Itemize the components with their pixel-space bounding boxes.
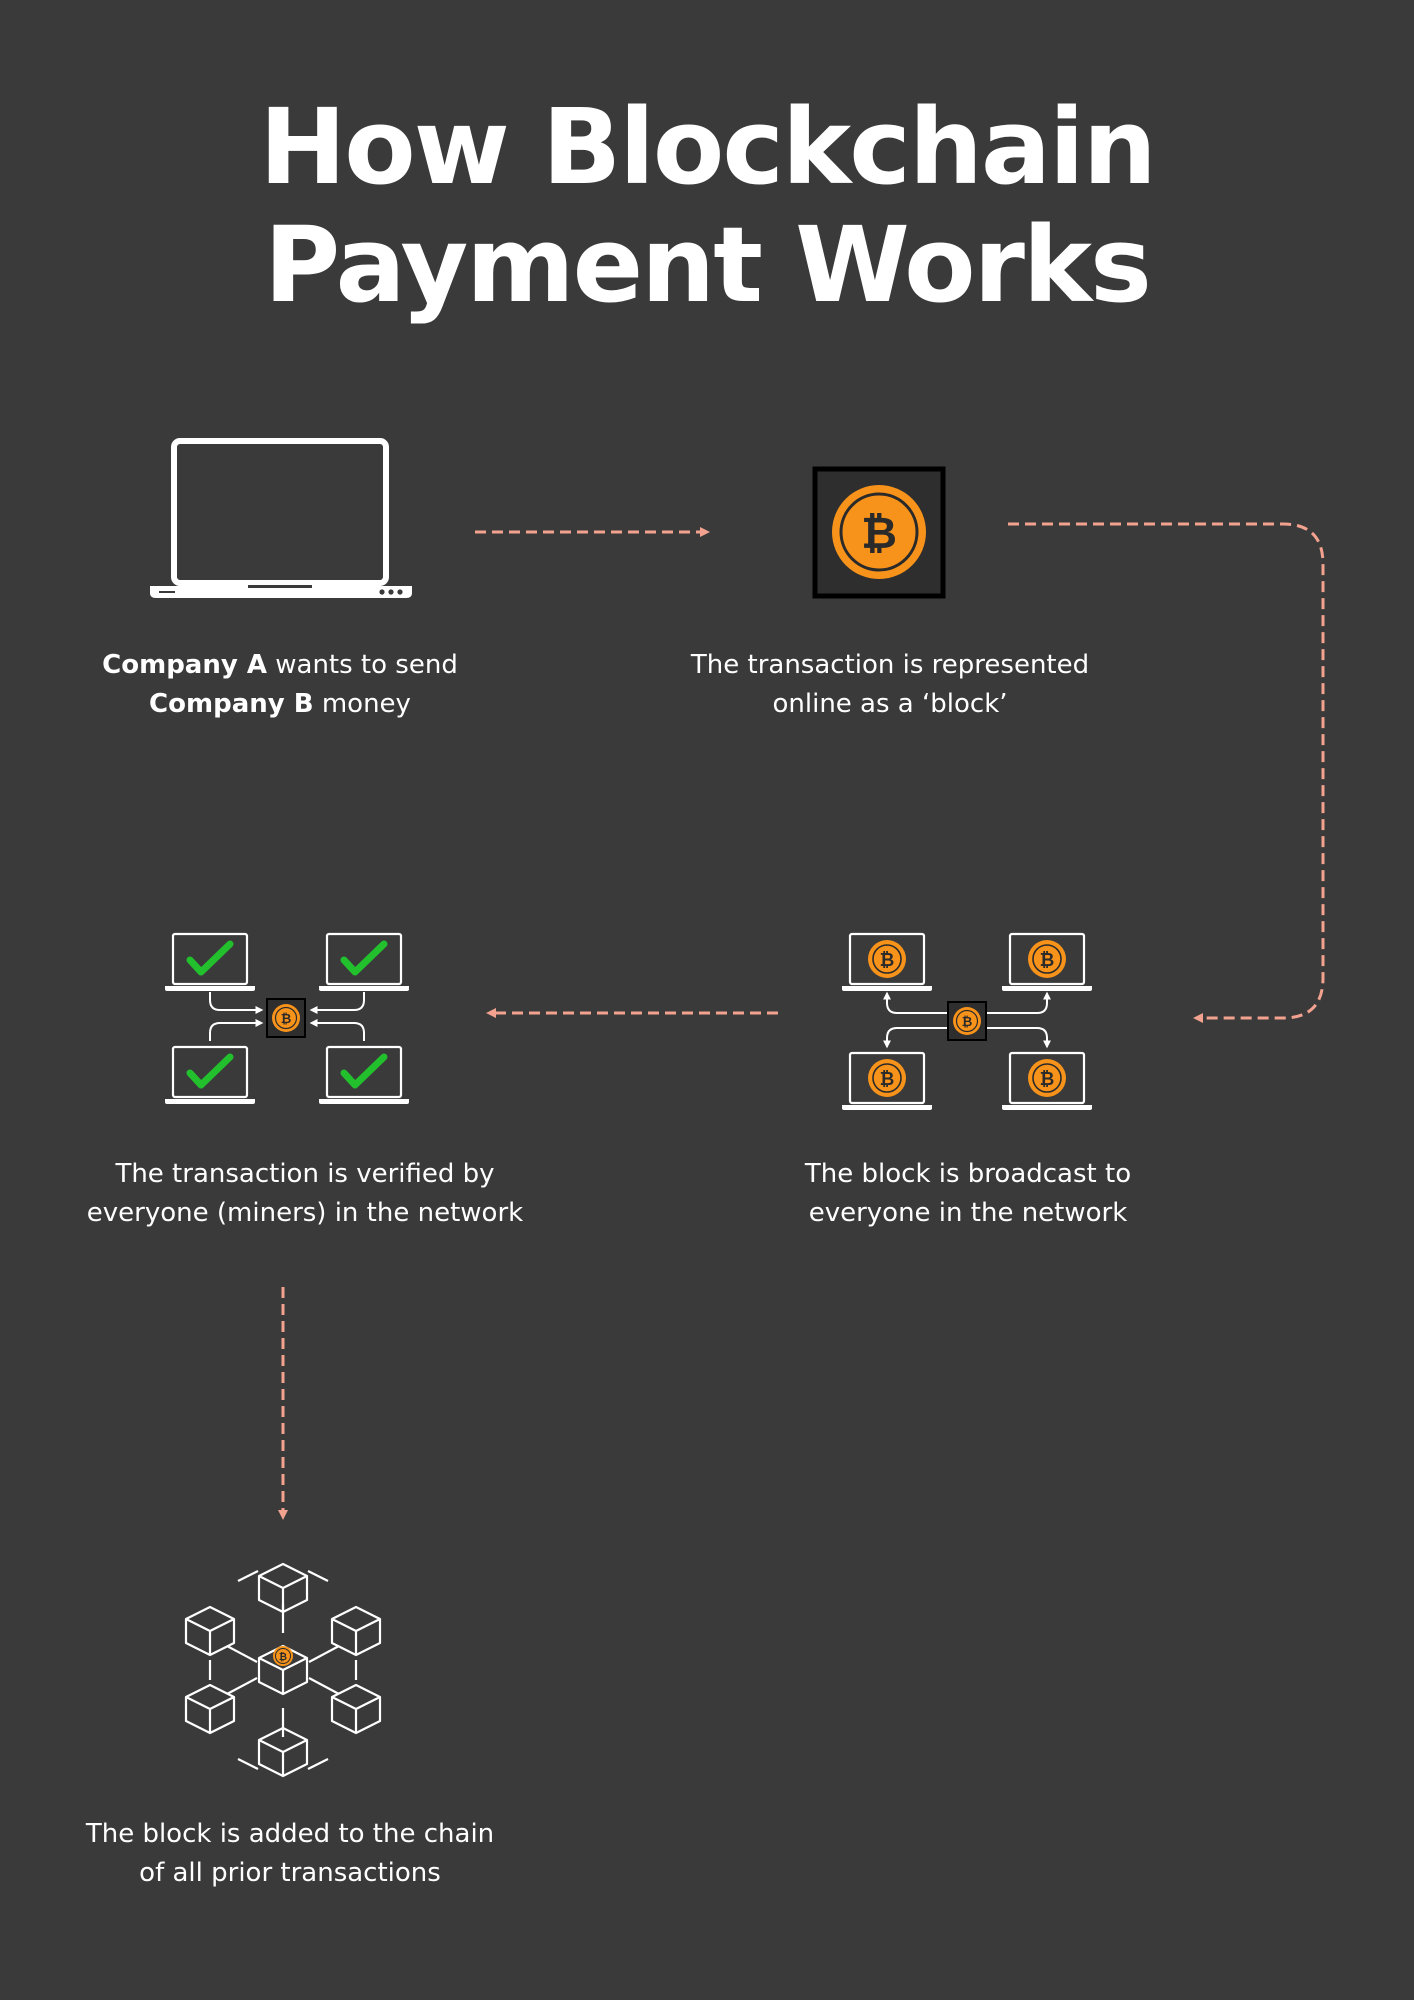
flow-arrows bbox=[278, 522, 1325, 1520]
svg-text:₿: ₿ bbox=[281, 1012, 292, 1027]
svg-text:₿: ₿ bbox=[880, 1069, 895, 1090]
network-laptop-icon: ₿ bbox=[842, 1051, 932, 1110]
cube-icon bbox=[257, 1644, 309, 1696]
cube-icon bbox=[184, 1683, 236, 1735]
network-laptop-icon: ₿ bbox=[1002, 932, 1092, 991]
cube-icon bbox=[330, 1605, 382, 1657]
company-b-label: Company B bbox=[149, 689, 314, 719]
caption-line-2: everyone (miners) in the network bbox=[86, 1198, 524, 1228]
cube-bitcoin-icon: ₿ bbox=[273, 1646, 293, 1666]
title-line-2: Payment Works bbox=[264, 204, 1152, 326]
step-4-caption: The transaction is verified by everyone … bbox=[80, 1155, 530, 1233]
step-1-caption: Company A wants to send Company B money bbox=[80, 646, 480, 724]
svg-text:₿: ₿ bbox=[1040, 1069, 1055, 1090]
caption-line-2: everyone in the network bbox=[808, 1198, 1128, 1228]
cube-icon bbox=[257, 1726, 309, 1778]
caption-line: Company B money bbox=[149, 689, 411, 719]
laptop-icon bbox=[150, 438, 412, 598]
network-laptop-icon: ₿ bbox=[1002, 1051, 1092, 1110]
caption-line: Company A wants to send bbox=[102, 650, 458, 680]
caption-line-1: The transaction is represented bbox=[690, 650, 1090, 680]
bitcoin-block-icon: ₿ bbox=[812, 466, 946, 599]
caption-line-2: online as a ‘block’ bbox=[772, 689, 1008, 719]
cube-icon bbox=[184, 1605, 236, 1657]
step-3-caption: The block is broadcast to everyone in th… bbox=[768, 1155, 1168, 1233]
verified-laptop-icon bbox=[165, 932, 255, 991]
verified-network-icon: ₿ bbox=[165, 932, 409, 1104]
caption-line-1: The block is added to the chain bbox=[85, 1819, 495, 1849]
caption-line-2: of all prior transactions bbox=[139, 1858, 441, 1888]
page-title: How Blockchain Payment Works bbox=[0, 88, 1414, 324]
cube-icon bbox=[257, 1562, 309, 1614]
svg-text:₿: ₿ bbox=[880, 950, 895, 971]
verified-laptop-icon bbox=[165, 1045, 255, 1104]
svg-text:₿: ₿ bbox=[279, 1651, 287, 1663]
svg-text:₿: ₿ bbox=[1040, 950, 1055, 971]
caption-text: money bbox=[313, 689, 411, 719]
svg-text:₿: ₿ bbox=[962, 1015, 973, 1030]
step-5-caption: The block is added to the chain of all p… bbox=[70, 1815, 510, 1893]
svg-text:₿: ₿ bbox=[861, 508, 897, 559]
company-a-label: Company A bbox=[102, 650, 267, 680]
verified-laptop-icon bbox=[319, 932, 409, 991]
caption-line-1: The transaction is verified by bbox=[115, 1159, 495, 1189]
caption-line-1: The block is broadcast to bbox=[804, 1159, 1132, 1189]
blockchain-cubes-icon: ₿ bbox=[184, 1562, 382, 1778]
network-laptop-icon: ₿ bbox=[842, 932, 932, 991]
arrow-step2-to-step3 bbox=[1008, 522, 1325, 1023]
center-bitcoin-block-icon: ₿ bbox=[947, 1001, 987, 1041]
center-bitcoin-block-icon: ₿ bbox=[266, 998, 306, 1038]
step-2-caption: The transaction is represented online as… bbox=[670, 646, 1110, 724]
cube-icon bbox=[330, 1683, 382, 1735]
caption-text: wants to send bbox=[266, 650, 458, 680]
verified-laptop-icon bbox=[319, 1045, 409, 1104]
title-line-1: How Blockchain bbox=[259, 86, 1157, 208]
broadcast-network-icon: ₿ ₿ ₿ ₿ bbox=[842, 932, 1092, 1110]
